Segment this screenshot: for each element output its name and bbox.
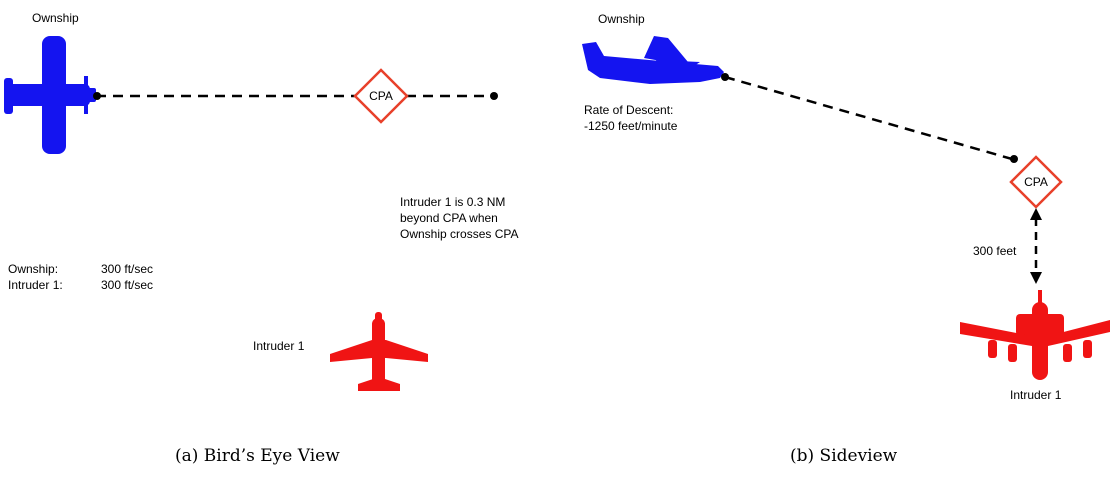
intruder-note: Intruder 1 is 0.3 NM beyond CPA when Own… xyxy=(400,194,518,242)
rate-of-descent-title: Rate of Descent: xyxy=(584,103,674,117)
caption-birds-eye-view: (a) Bird’s Eye View xyxy=(175,446,340,466)
ownship-label: Ownship xyxy=(32,11,79,25)
birds-eye-view-panel: Ownship CPA Intruder 1 is 0.3 NM beyond … xyxy=(4,11,518,466)
intruder-note-line: Ownship crosses CPA xyxy=(400,227,519,241)
intruder-note-line: Intruder 1 is 0.3 NM xyxy=(400,195,506,209)
track-end-dot xyxy=(490,92,498,100)
cpa-label: CPA xyxy=(369,89,393,103)
intruder-front-view-icon xyxy=(960,290,1110,380)
intruder-note-line: beyond CPA when xyxy=(400,211,498,225)
sideview-graphics xyxy=(582,36,1110,380)
descent-start-dot xyxy=(721,73,729,81)
caption-sideview: (b) Sideview xyxy=(790,446,898,466)
arrow-down-icon xyxy=(1030,272,1042,284)
speed-name: Intruder 1: xyxy=(8,278,63,292)
sideview-panel: Ownship Rate of Descent: -1250 feet/minu… xyxy=(560,0,1110,481)
birds-eye-view-graphics xyxy=(4,36,498,391)
ownship-label: Ownship xyxy=(598,12,645,26)
speed-value: 300 ft/sec xyxy=(101,262,154,276)
rate-of-descent-value: -1250 feet/minute xyxy=(584,119,678,133)
descent-path-line xyxy=(724,75,1013,161)
descent-end-dot xyxy=(1010,155,1018,163)
arrow-up-icon xyxy=(1030,208,1042,220)
speed-value: 300 ft/sec xyxy=(101,278,154,292)
speed-name: Ownship: xyxy=(8,262,59,276)
separation-label: 300 feet xyxy=(973,244,1017,258)
cpa-diamond-icon xyxy=(353,68,409,124)
intruder-top-view-icon xyxy=(330,312,428,391)
ownship-track-start-dot xyxy=(93,92,101,100)
cpa-label: CPA xyxy=(1024,175,1048,189)
cpa-diamond-icon xyxy=(1009,155,1063,209)
intruder-label: Intruder 1 xyxy=(1010,388,1062,402)
intruder-label: Intruder 1 xyxy=(253,339,305,353)
ownship-side-view-icon xyxy=(582,36,724,84)
ownship-top-view-icon xyxy=(4,36,96,154)
